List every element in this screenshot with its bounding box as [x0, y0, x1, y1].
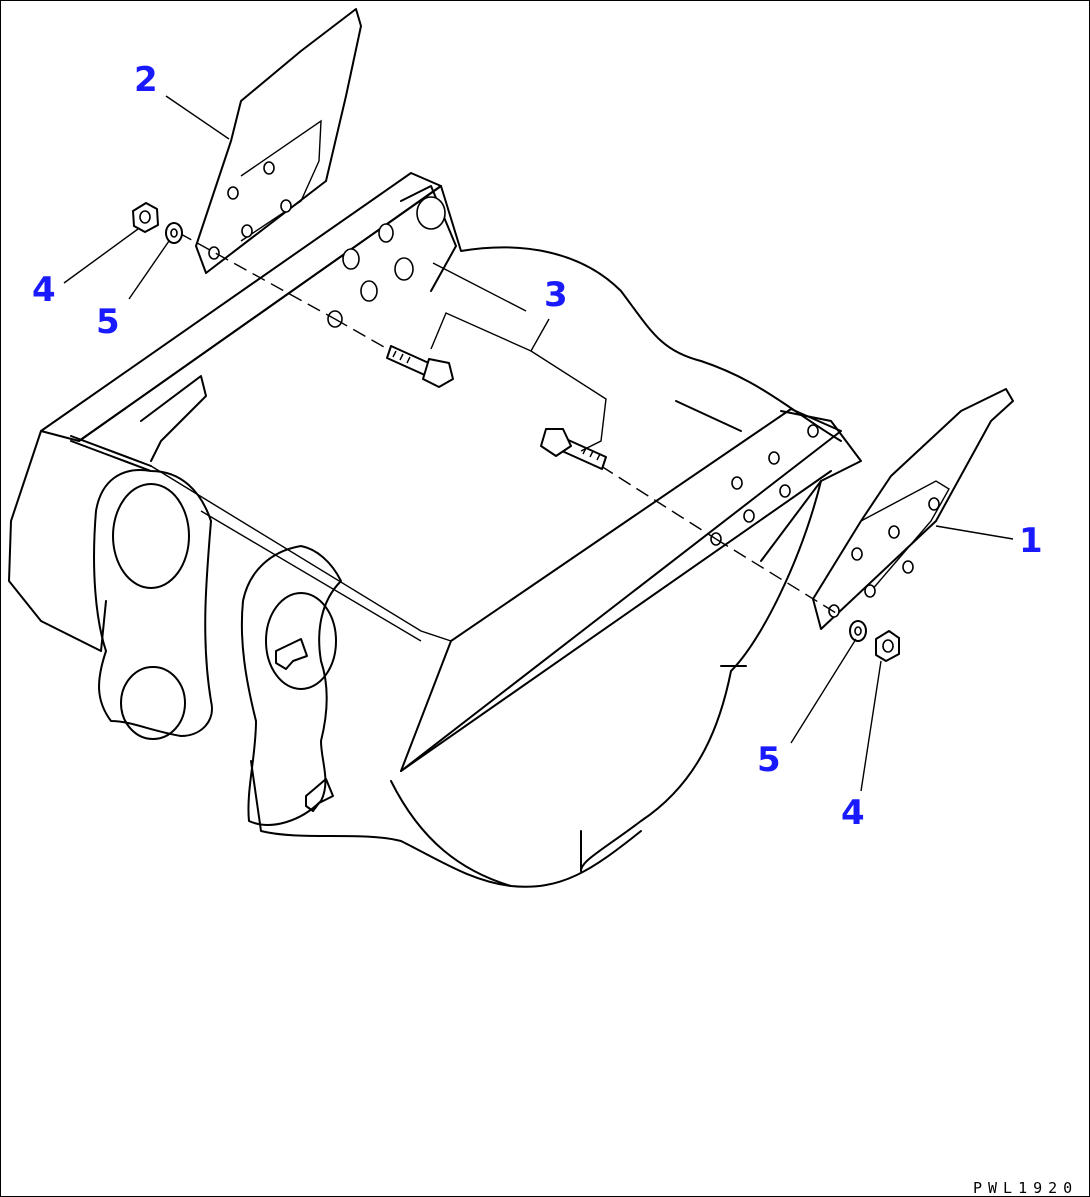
callout-5-right: 5: [757, 740, 781, 780]
callout-4-right: 4: [841, 793, 865, 833]
callout-2: 2: [134, 60, 158, 100]
assembly-lines: [178, 232, 837, 614]
bolt-lower: [540, 428, 607, 470]
boss-plate-right: [240, 545, 342, 826]
nut-left: [132, 202, 159, 233]
callout-4-left: 4: [32, 270, 56, 310]
side-cutter-right: [812, 388, 1014, 630]
boss-plate-left: [70, 440, 213, 740]
flange-holes-right: [710, 424, 819, 546]
callout-3: 3: [544, 275, 568, 315]
washer-right: [849, 620, 867, 642]
side-cutter-left: [195, 8, 362, 274]
flange-holes-left: [327, 185, 457, 328]
nut-right: [875, 630, 900, 662]
bucket-body: [8, 172, 862, 888]
callout-5-left: 5: [96, 302, 120, 342]
callout-1: 1: [1019, 521, 1043, 561]
washer-left: [165, 222, 183, 244]
drawing-code: PWL1920: [973, 1179, 1078, 1197]
bolt-upper: [386, 345, 454, 388]
leader-lines: [63, 95, 1014, 792]
